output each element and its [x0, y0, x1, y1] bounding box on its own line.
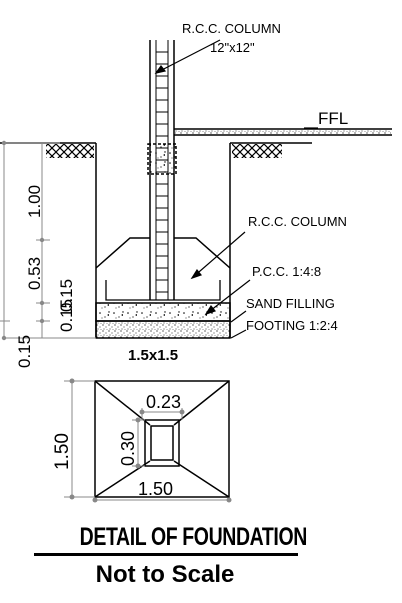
label-column-mid: R.C.C. COLUMN: [248, 214, 347, 229]
section-dimensions: [0, 142, 96, 339]
plan-column-inner: [150, 425, 174, 461]
dim-1: 1.00: [25, 185, 44, 218]
drawing-title: DETAIL OF FOUNDATION: [79, 523, 308, 551]
plan-outer-square: [94, 380, 230, 498]
pedestal-outline-right: [174, 237, 231, 269]
plan-dim-height: 1.50: [52, 433, 73, 470]
dim-3: 0.15: [57, 279, 76, 312]
footing-rebar: [105, 280, 221, 301]
label-ffl: FFL: [318, 109, 348, 128]
label-pcc: P.C.C. 1:4:8: [252, 264, 321, 279]
sand-filling-layer: [95, 320, 231, 339]
label-footing-size: 1.5x1.5: [128, 347, 178, 364]
plan-dim-width: 1.50: [138, 479, 173, 499]
section-labels: R.C.C. COLUMN 12"x12" FFL R.C.C. COLUMN …: [15, 21, 348, 368]
earth-hatch-right: [232, 144, 282, 158]
label-sand: SAND FILLING: [246, 296, 335, 311]
plan-column-outer: [144, 419, 180, 467]
title-underline: [34, 553, 298, 556]
pedestal-outline: [95, 237, 150, 269]
foundation-plan: [94, 380, 230, 498]
dim-5: 0.15: [15, 335, 34, 368]
foundation-section: [0, 40, 392, 339]
plan-dimensions: [64, 380, 229, 501]
footing-concrete-fill: [97, 239, 229, 303]
plan-labels: 1.50 0.23 0.30 1.50: [52, 392, 181, 499]
dim-2: 0.53: [25, 257, 44, 290]
plinth-block: [147, 143, 177, 175]
plan-dim-inner-height: 0.30: [118, 431, 138, 466]
drawing-subtitle: Not to Scale: [95, 561, 235, 588]
plan-dim-inner-width: 0.23: [146, 392, 181, 412]
floor-slab-fill: [175, 130, 391, 134]
leaders: [154, 39, 318, 339]
plan-dim-dots: [1, 140, 232, 503]
label-column-top: R.C.C. COLUMN: [182, 21, 281, 36]
label-footing: FOOTING 1:2:4: [246, 318, 338, 333]
dim-4: 0.15: [57, 299, 76, 332]
label-column-size: 12"x12": [210, 40, 255, 55]
earth-hatch-left: [46, 144, 94, 158]
